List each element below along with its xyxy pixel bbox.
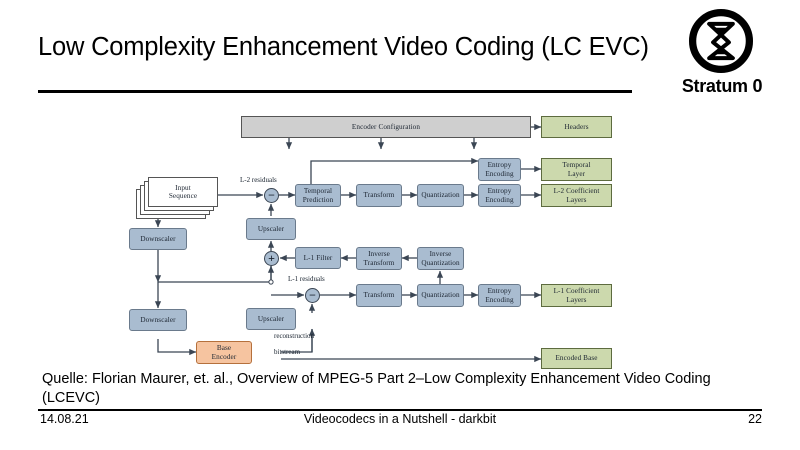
block-downscaler-top[interactable]: Downscaler [129,228,187,250]
block-l1-coefficient-layers[interactable]: L-1 Coefficient Layers [541,284,612,307]
block-upscaler-top[interactable]: Upscaler [246,218,296,240]
block-base-encoder[interactable]: Base Encoder [196,341,252,364]
block-temporal-prediction-label: Temporal Prediction [302,187,334,204]
block-transform-l2[interactable]: Transform [356,184,402,207]
source-caption: Quelle: Florian Maurer, et. al., Overvie… [42,371,711,407]
block-inverse-transform[interactable]: Inverse Transform [356,247,402,270]
block-inverse-transform-label: Inverse Transform [363,250,395,267]
block-input-sequence-label: Input Sequence [168,183,198,200]
block-temporal-layer[interactable]: Temporal Layer [541,158,612,181]
page-title: Low Complexity Enhancement Video Coding … [38,33,649,61]
block-inverse-quantization-label: Inverse Quantization [421,250,460,267]
block-entropy-encoding-temporal-label: Entropy Encoding [485,161,514,178]
diagram-connectors [154,123,542,363]
block-upscaler-bottom[interactable]: Upscaler [246,308,296,330]
block-input-sequence[interactable]: Input Sequence [148,177,218,207]
block-entropy-encoding-l1-label: Entropy Encoding [485,287,514,304]
logo-wordmark: Stratum 0 [681,76,763,96]
footer-page-number: 22 [748,412,762,426]
block-l2-coefficient-layers-label: L-2 Coefficient Layers [553,187,600,204]
operator-subtract-l1-symbol: − [309,287,316,302]
lcevc-encoder-diagram: Encoder Configuration Headers Input Sequ… [0,105,800,370]
block-entropy-encoding-l2[interactable]: Entropy Encoding [478,184,521,207]
footer-title: Videocodecs in a Nutshell - darkbit [303,412,497,426]
block-encoder-configuration[interactable]: Encoder Configuration [241,116,531,138]
block-entropy-encoding-l2-label: Entropy Encoding [485,187,514,204]
block-temporal-prediction[interactable]: Temporal Prediction [295,184,341,207]
operator-add-reconstruction-symbol: + [268,250,275,265]
block-headers[interactable]: Headers [541,116,612,138]
wire-label-bitstream: bitstream [274,348,301,356]
stratum-0-logo: Stratum 0 [661,8,783,106]
footer-date: 14.08.21 [40,412,89,426]
block-entropy-encoding-temporal[interactable]: Entropy Encoding [478,158,521,181]
operator-subtract-l1[interactable]: − [305,288,320,303]
block-transform-l1[interactable]: Transform [356,284,402,307]
block-temporal-layer-label: Temporal Layer [562,161,591,178]
block-entropy-encoding-l1[interactable]: Entropy Encoding [478,284,521,307]
block-quantization-l1[interactable]: Quantization [417,284,464,307]
wire-label-reconstruction: reconstruction [274,332,315,340]
operator-subtract-l2-symbol: − [268,187,275,202]
block-base-encoder-label: Base Encoder [211,344,237,361]
title-divider [38,90,632,93]
operator-add-reconstruction[interactable]: + [264,251,279,266]
wire-label-l2-residuals: L-2 residuals [240,176,277,184]
block-l2-coefficient-layers[interactable]: L-2 Coefficient Layers [541,184,612,207]
operator-subtract-l2[interactable]: − [264,188,279,203]
block-inverse-quantization[interactable]: Inverse Quantization [417,247,464,270]
wire-label-l1-residuals: L-1 residuals [288,275,325,283]
block-encoded-base[interactable]: Encoded Base [541,348,612,369]
footer-divider [38,409,762,411]
block-quantization-l2[interactable]: Quantization [417,184,464,207]
hourglass-in-circle-icon [688,8,754,74]
block-l1-filter[interactable]: L-1 Filter [295,247,341,269]
block-l1-coefficient-layers-label: L-1 Coefficient Layers [553,287,600,304]
block-downscaler-bottom[interactable]: Downscaler [129,309,187,331]
